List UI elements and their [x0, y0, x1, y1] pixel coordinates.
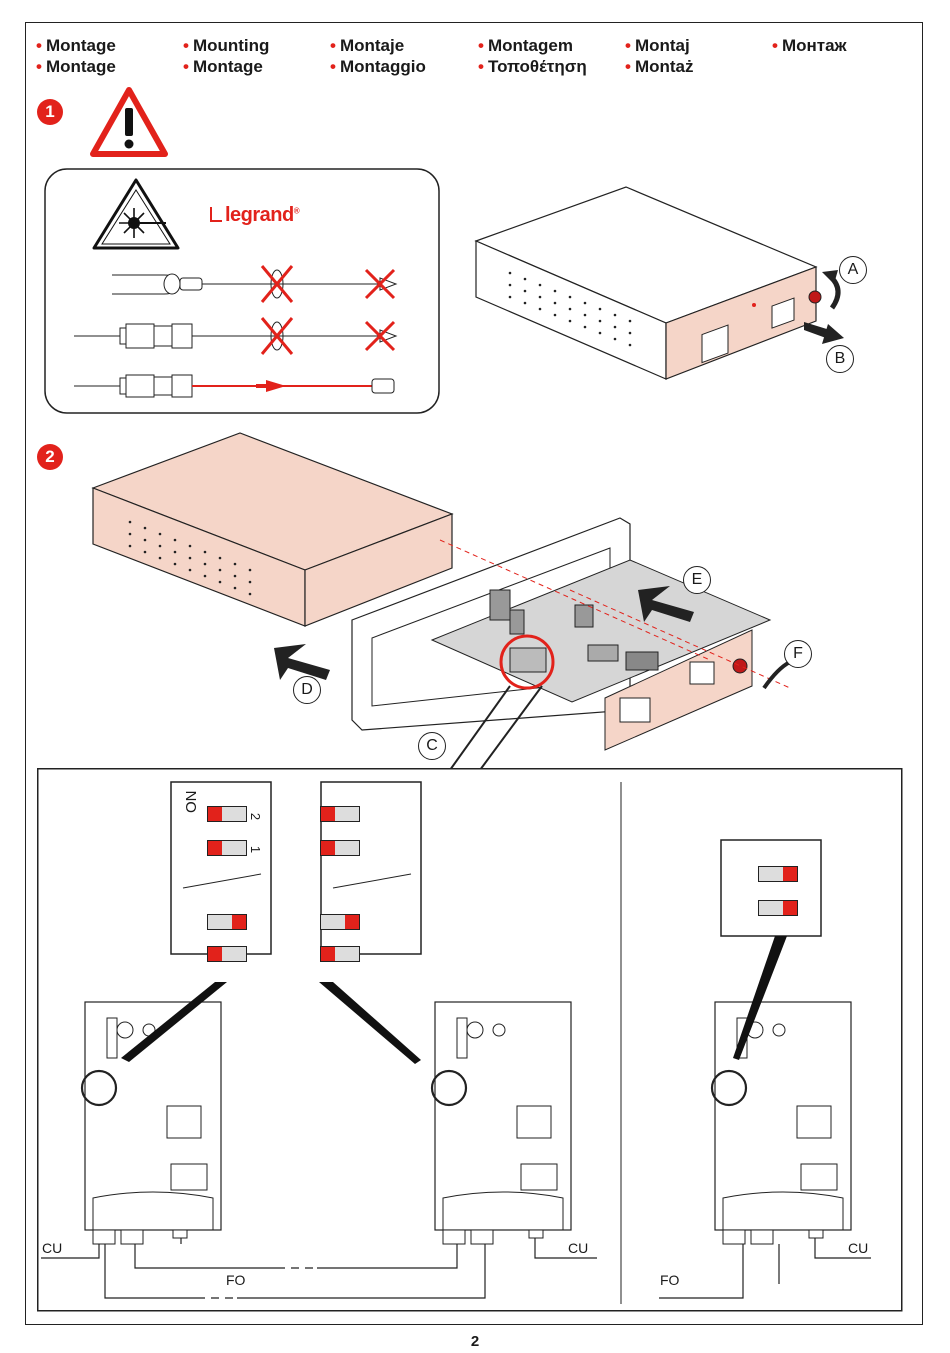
- closed-converter-unit: [474, 186, 822, 380]
- header-col-3: •Montaje •Montaggio: [330, 36, 426, 76]
- title-pl: Montaż: [634, 57, 694, 76]
- dip-switch-2: [207, 914, 247, 930]
- dip-on-label: ON: [183, 790, 200, 814]
- dip-2-label: 2: [248, 812, 264, 821]
- callout-b: B: [826, 345, 854, 373]
- title-pt: Montagem: [487, 36, 573, 55]
- callout-c: C: [418, 732, 446, 760]
- page-frame: [25, 22, 923, 1325]
- cable-label-cu-left: CU: [42, 1240, 63, 1256]
- title-nl: Montage: [45, 57, 116, 76]
- dip-switch-1: [320, 840, 360, 856]
- exploded-assembly-view: [91, 432, 791, 771]
- title-it: Montaggio: [339, 57, 426, 76]
- arrow-a-b: [804, 270, 844, 344]
- title-el: Τοποθέτηση: [487, 57, 587, 76]
- step-2-badge: 2: [37, 444, 63, 470]
- legrand-logo: legrand®: [210, 204, 300, 227]
- dip-switch-1: [758, 900, 798, 916]
- no-eye-icon: [260, 265, 396, 355]
- dip-switch-detail-panel: [37, 768, 903, 1312]
- dip-switch-1: [320, 946, 360, 962]
- header-col-2: •Mounting •Montage: [183, 36, 270, 76]
- dip-switch-1: [207, 840, 247, 856]
- header-col-4: •Montagem •Τοποθέτηση: [478, 36, 587, 76]
- header-col-1: •Montage •Montage: [36, 36, 116, 76]
- title-fr: Montage: [45, 36, 116, 55]
- title-en: Mounting: [192, 36, 270, 55]
- dip-switch-2: [758, 866, 798, 882]
- dip-switch-2: [207, 806, 247, 822]
- header-col-6: •Монтаж: [772, 36, 847, 55]
- title-ru: Монтаж: [781, 36, 847, 55]
- title-ro: Montaj: [634, 36, 690, 55]
- callout-e: E: [683, 566, 711, 594]
- cable-label-cu-mid: CU: [568, 1240, 589, 1256]
- callout-d: D: [293, 676, 321, 704]
- dip-switch-1: [207, 946, 247, 962]
- laser-safety-panel: [44, 168, 440, 414]
- title-es: Montaje: [339, 36, 405, 55]
- header-col-5: •Montaj •Montaż: [625, 36, 694, 76]
- cable-label-cu-right: CU: [848, 1240, 869, 1256]
- dip-switch-2: [320, 914, 360, 930]
- title-de: Montage: [192, 57, 263, 76]
- page-number: 2: [470, 1333, 480, 1350]
- laser-hazard-icon: [92, 178, 180, 250]
- dip-switch-2: [320, 806, 360, 822]
- callout-a: A: [839, 256, 867, 284]
- callout-f: F: [784, 640, 812, 668]
- cable-label-fo-left: FO: [226, 1272, 246, 1288]
- dip-1-label: 1: [248, 845, 264, 854]
- cable-label-fo-right: FO: [660, 1272, 680, 1288]
- step-1-badge: 1: [37, 99, 63, 125]
- warning-icon: [90, 87, 168, 157]
